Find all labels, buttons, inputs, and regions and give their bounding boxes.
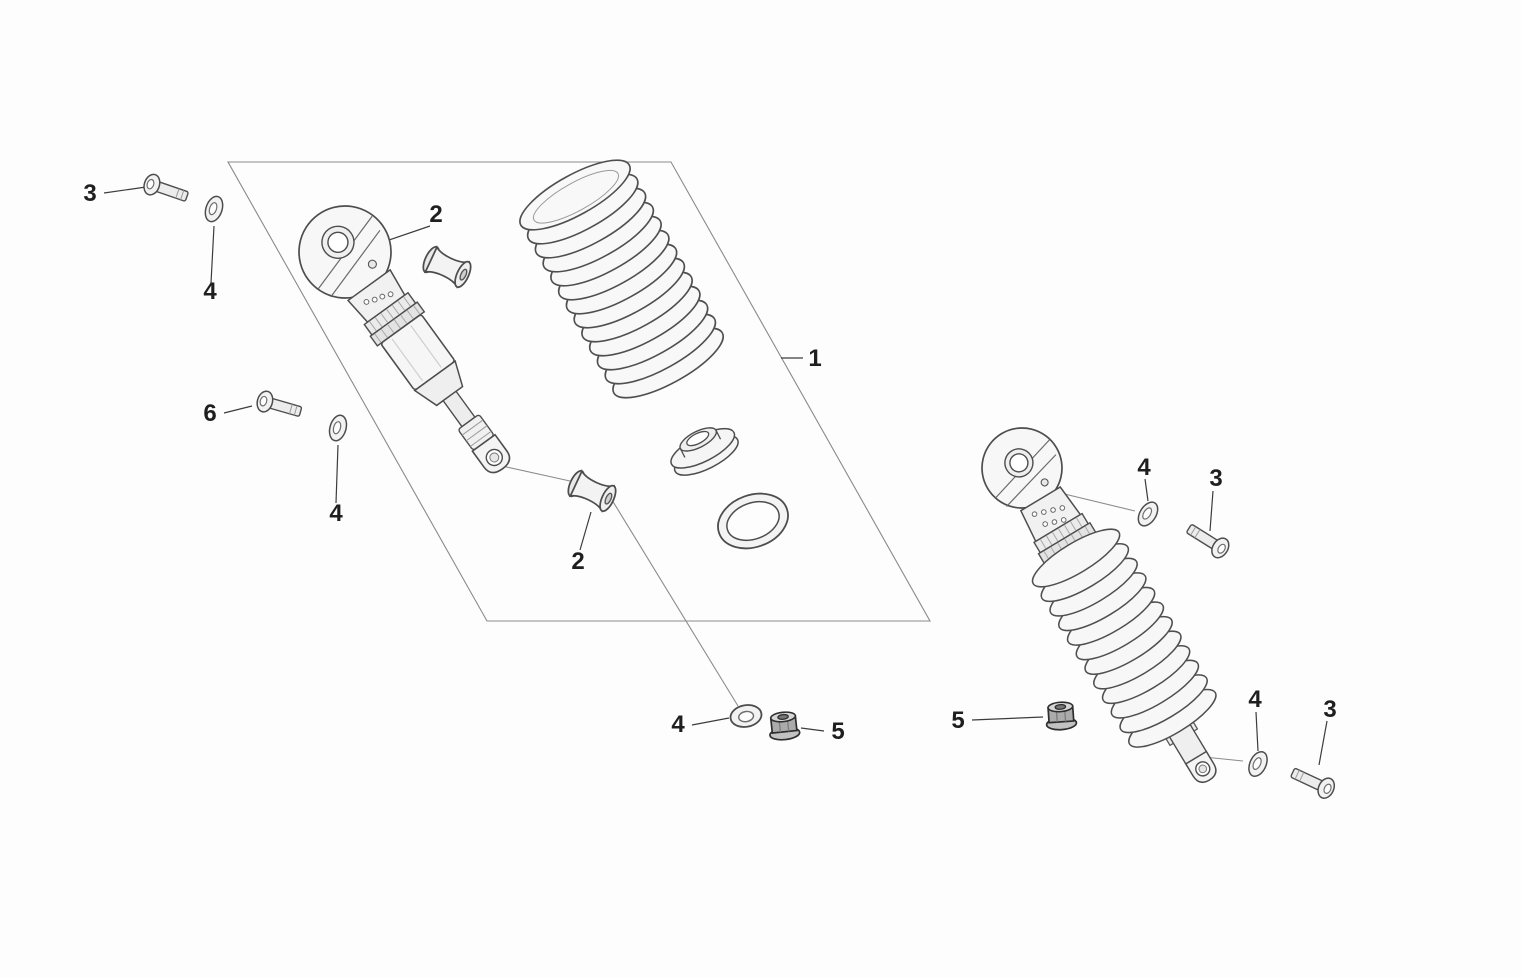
leader-line bbox=[1144, 478, 1149, 502]
callout-label: 4 bbox=[329, 500, 343, 527]
leader-line bbox=[335, 444, 339, 504]
callout-label: 3 bbox=[1209, 465, 1222, 492]
leader-line bbox=[1255, 711, 1259, 752]
washer-icon bbox=[727, 701, 765, 731]
callout-label: 4 bbox=[671, 711, 685, 738]
callout-label: 2 bbox=[571, 548, 584, 575]
leader-line bbox=[691, 717, 730, 726]
bushing-icon bbox=[419, 243, 475, 291]
nut-icon bbox=[1044, 700, 1078, 732]
callout-label: 3 bbox=[83, 180, 96, 207]
washer-icon bbox=[1133, 497, 1163, 531]
o-ring-icon bbox=[717, 492, 789, 550]
leader-line bbox=[579, 511, 592, 551]
washer-icon bbox=[325, 412, 351, 444]
leader-line bbox=[971, 716, 1044, 721]
callout-label: 6 bbox=[203, 400, 216, 427]
callout-label: 5 bbox=[951, 707, 964, 734]
alignment-line bbox=[501, 465, 571, 482]
alignment-line bbox=[611, 499, 739, 707]
spring-seat-icon bbox=[670, 427, 739, 476]
callout-label: 5 bbox=[831, 718, 844, 745]
washer-icon bbox=[201, 193, 227, 225]
callout-label: 4 bbox=[1137, 454, 1151, 481]
callout-label: 3 bbox=[1323, 696, 1336, 723]
bolt-icon bbox=[140, 171, 192, 208]
shock-absorber-assembled-icon bbox=[981, 427, 1217, 784]
bushing-icon bbox=[564, 467, 620, 515]
callout-label: 4 bbox=[203, 278, 217, 305]
leader-line bbox=[223, 405, 253, 414]
coil-spring-icon bbox=[519, 159, 724, 399]
leader-line bbox=[800, 727, 825, 732]
bolt-icon bbox=[1287, 762, 1339, 802]
bolt-icon bbox=[1182, 518, 1233, 562]
callout-label: 4 bbox=[1248, 686, 1262, 713]
callout-label: 1 bbox=[808, 345, 821, 372]
leader-line bbox=[103, 186, 147, 194]
leader-line bbox=[1318, 720, 1328, 766]
nut-icon bbox=[766, 709, 802, 742]
bolt-icon bbox=[254, 388, 305, 423]
callout-label: 2 bbox=[429, 201, 442, 228]
assembly-boundary-box bbox=[227, 161, 931, 622]
shock-absorber-exploded-icon bbox=[298, 205, 511, 474]
leader-line bbox=[1209, 490, 1214, 532]
washer-icon bbox=[1244, 748, 1272, 780]
leader-line bbox=[210, 225, 215, 284]
